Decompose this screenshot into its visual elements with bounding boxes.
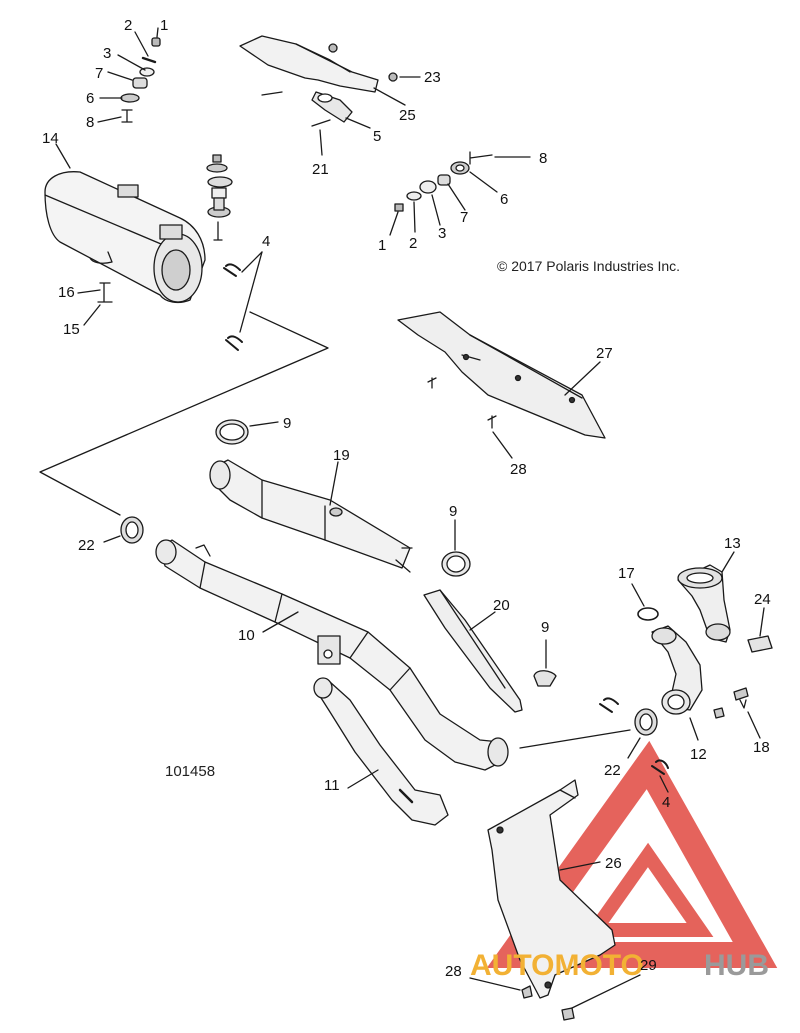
studs-18 <box>713 687 761 739</box>
gasket-right <box>627 708 658 759</box>
muffler <box>44 143 206 326</box>
exhaust-elbow-upper <box>677 551 735 643</box>
clamp-middle <box>441 519 471 577</box>
callout: 3 <box>438 225 446 242</box>
mount-hardware-stack-left <box>97 27 161 123</box>
callout: 19 <box>333 447 350 464</box>
callout: 15 <box>63 321 80 338</box>
callout: 6 <box>500 191 508 208</box>
callout: 18 <box>753 739 770 756</box>
mid-pipe <box>209 459 413 573</box>
callout: 7 <box>460 209 468 226</box>
copyright-notice: © 2017 Polaris Industries Inc. <box>497 258 680 274</box>
watermark-text: AUTOMOTO HUB <box>470 949 769 982</box>
heat-shield-mid <box>423 589 523 713</box>
callout: 29 <box>640 957 657 974</box>
callout: 2 <box>124 17 132 34</box>
mount-hardware-stack-right <box>389 151 531 236</box>
clamp-upper <box>215 419 279 445</box>
heat-shield-upper <box>397 311 606 459</box>
exhaust-elbow-lower <box>651 625 703 741</box>
gasket-17 <box>631 583 659 621</box>
callout: 8 <box>86 114 94 131</box>
callout: 28 <box>510 461 527 478</box>
head-pipe <box>155 539 509 771</box>
callout: 9 <box>283 415 291 432</box>
muffler-grommet-stack <box>206 154 263 351</box>
callout-labels: 2 1 3 7 6 8 14 16 15 4 23 25 5 21 8 6 7 … <box>42 17 771 980</box>
callout: 22 <box>604 762 621 779</box>
callout: 26 <box>605 855 622 872</box>
callout: 1 <box>378 237 386 254</box>
watermark-logo <box>486 740 778 968</box>
callout: 21 <box>312 161 329 178</box>
callout: 22 <box>78 537 95 554</box>
callout: 14 <box>42 130 59 147</box>
callout: 13 <box>724 535 741 552</box>
callout: 4 <box>262 233 270 250</box>
callout: 10 <box>238 627 255 644</box>
callout: 16 <box>58 284 75 301</box>
callout: 20 <box>493 597 510 614</box>
watermark-text-right: HUB <box>704 949 769 982</box>
callout: 11 <box>324 777 340 794</box>
callout: 8 <box>539 150 547 167</box>
clamp-right <box>533 639 557 687</box>
callout: 12 <box>690 746 707 763</box>
tail-pipe <box>313 677 449 826</box>
fasteners-bottom <box>469 974 641 1021</box>
callout: 28 <box>445 963 462 980</box>
callout: 9 <box>541 619 549 636</box>
upper-mount-bracket <box>239 35 421 156</box>
callout: 5 <box>373 128 381 145</box>
callout: 3 <box>103 45 111 62</box>
callout: 4 <box>662 794 670 811</box>
figure-number: 101458 <box>165 763 215 780</box>
callout: 9 <box>449 503 457 520</box>
callout: 6 <box>86 90 94 107</box>
springs-lower <box>599 697 669 793</box>
callout: 17 <box>618 565 635 582</box>
callout: 2 <box>409 235 417 252</box>
assembly-leader-lines <box>39 311 631 749</box>
watermark-text-left: AUTOMOTO <box>470 949 644 982</box>
callout: 24 <box>754 591 771 608</box>
cap-24 <box>747 607 773 653</box>
heat-shield-lower <box>487 779 616 999</box>
callout: 27 <box>596 345 613 362</box>
callout: 25 <box>399 107 416 124</box>
callout: 1 <box>160 17 168 34</box>
callout: 7 <box>95 65 103 82</box>
gasket-left <box>103 516 144 544</box>
callout: 23 <box>424 69 441 86</box>
